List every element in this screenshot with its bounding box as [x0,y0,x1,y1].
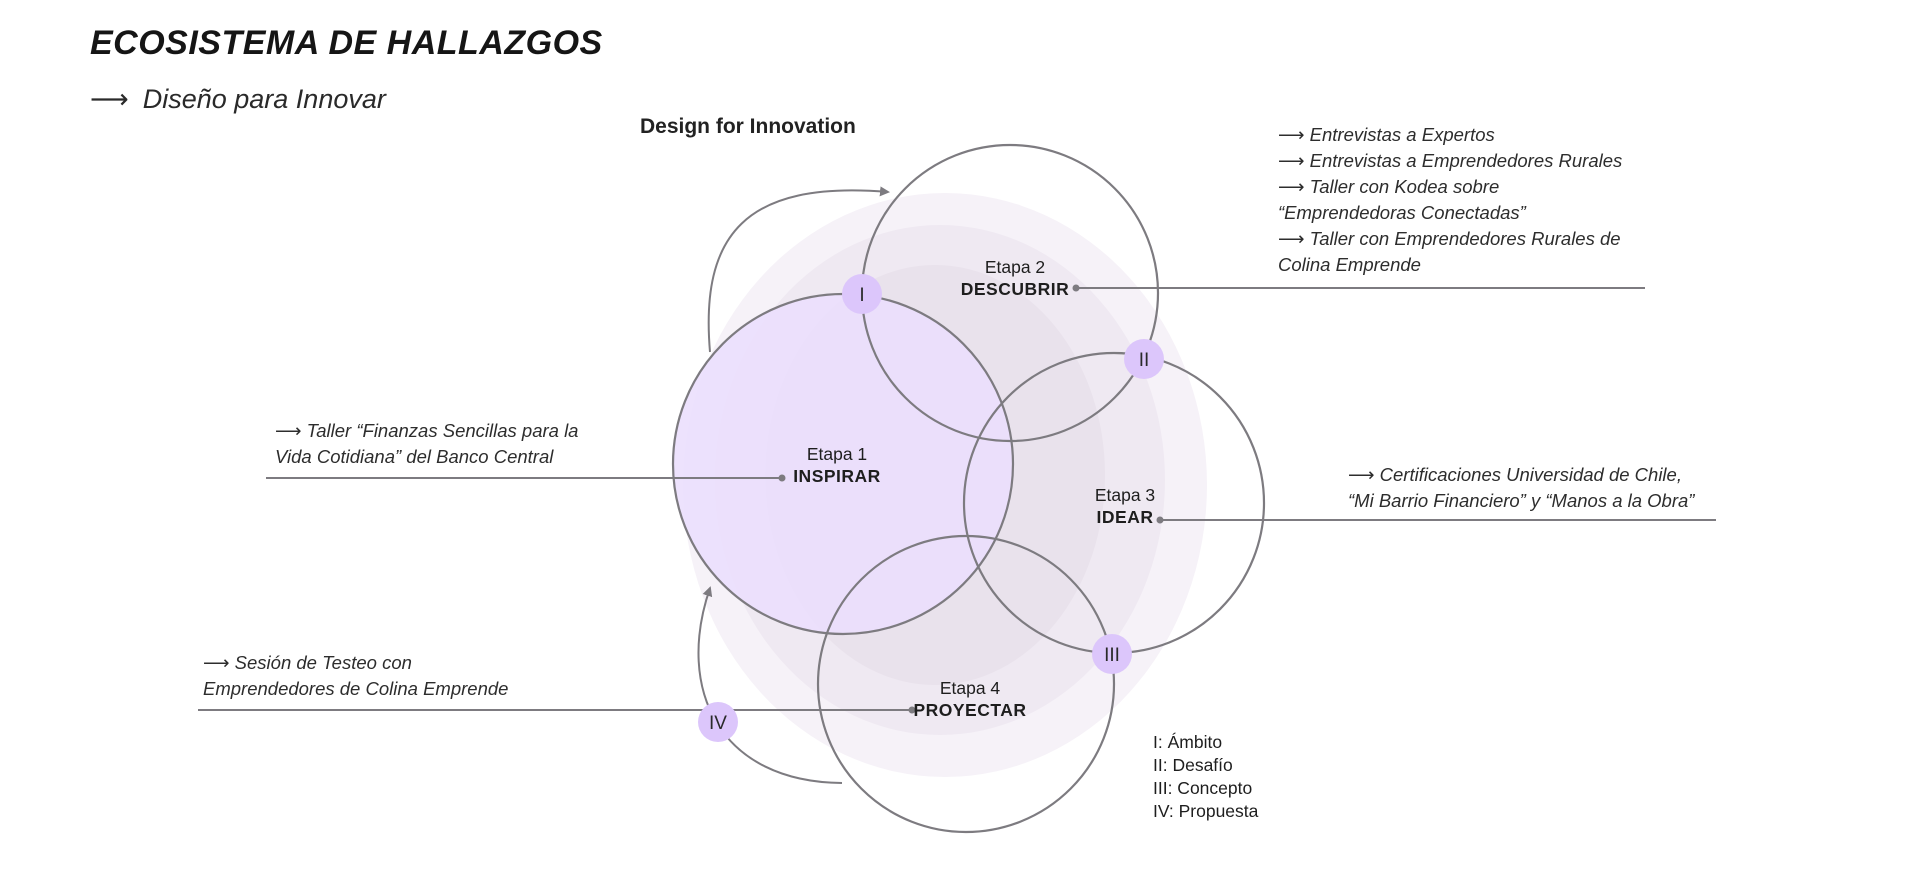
stage-2-number: Etapa 2 [984,257,1046,277]
diagram-label: Design for Innovation [640,115,856,138]
badge-ii: II [1124,339,1164,379]
note-line: Emprendedores de Colina Emprende [203,678,509,699]
stage-2-label: Etapa 2 DESCUBRIR [955,256,1075,300]
svg-text:IV: IV [709,713,727,734]
svg-text:I: I [859,285,864,306]
stage-3-number: Etapa 3 [1094,485,1156,505]
leader-line-descubrir [1072,284,1645,292]
note-line: ⟶ Entrevistas a Emprendedores Rurales [1278,150,1623,171]
leader-line-idear [1156,516,1716,524]
curved-arrow-top [707,186,890,353]
note-line: Colina Emprende [1278,254,1421,275]
note-inspirar: ⟶ Taller “Finanzas Sencillas para la Vid… [275,418,578,470]
leader-line-proyectar [198,706,916,714]
note-line: ⟶ Taller con Kodea sobre [1278,176,1500,197]
stage-3-label: Etapa 3 IDEAR [1080,484,1170,528]
note-descubrir: ⟶ Entrevistas a Expertos ⟶ Entrevistas a… [1278,122,1622,278]
note-line: ⟶ Taller con Emprendedores Rurales de [1278,228,1621,249]
note-idear: ⟶ Certificaciones Universidad de Chile, … [1348,462,1694,514]
legend-item: III: Concepto [1153,778,1253,798]
stage-4-name: PROYECTAR [913,700,1027,720]
stage-1-name: INSPIRAR [793,466,881,486]
page-subtitle: ⟶ Diseño para Innovar [90,84,386,115]
legend-item: II: Desafío [1153,755,1233,775]
badge-iv: IV [698,702,738,742]
note-line: ⟶ Taller “Finanzas Sencillas para la [275,420,579,441]
stage-4-label: Etapa 4 PROYECTAR [910,677,1030,721]
badge-i: I [842,274,882,314]
page-title: ECOSISTEMA DE HALLAZGOS [90,24,603,62]
note-proyectar: ⟶ Sesión de Testeo con Emprendedores de … [203,650,508,702]
legend-item: IV: Propuesta [1153,801,1259,821]
legend: I: Ámbito II: Desafío III: Concepto IV: … [1153,731,1258,823]
stage-1-number: Etapa 1 [806,444,868,464]
note-line: ⟶ Sesión de Testeo con [203,652,412,673]
stage-4-number: Etapa 4 [939,678,1001,698]
subtitle-text: Diseño para Innovar [142,84,386,114]
arrow-right-icon: ⟶ [90,84,129,114]
note-line: “Emprendedoras Conectadas” [1278,202,1526,223]
legend-item: I: Ámbito [1153,732,1223,752]
svg-text:III: III [1104,645,1120,666]
stage-1-label: Etapa 1 INSPIRAR [782,443,892,487]
stage-4-circle [816,534,1116,834]
stage-2-name: DESCUBRIR [960,279,1070,299]
note-line: ⟶ Entrevistas a Expertos [1278,124,1495,145]
leader-line-inspirar [266,474,786,482]
note-line: ⟶ Certificaciones Universidad de Chile, [1348,464,1682,485]
badge-iii: III [1092,634,1132,674]
stage-3-name: IDEAR [1096,507,1154,527]
svg-text:II: II [1139,350,1150,371]
note-line: Vida Cotidiana” del Banco Central [275,446,554,467]
note-line: “Mi Barrio Financiero” y “Manos a la Obr… [1348,490,1695,511]
